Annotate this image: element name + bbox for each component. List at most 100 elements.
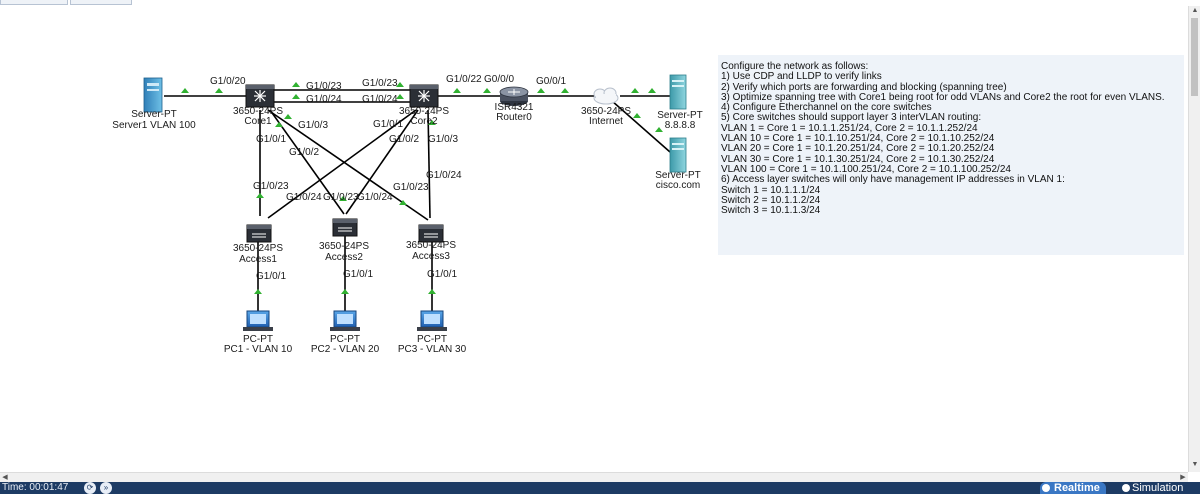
- note-line: VLAN 100 = Core 1 = 10.1.100.251/24, Cor…: [721, 163, 1011, 175]
- link-up-arrow: [275, 122, 283, 127]
- link-state-arrows: [181, 82, 663, 294]
- core2-model-label: 3650-24PS: [398, 106, 450, 117]
- access3-switch-icon[interactable]: [418, 224, 444, 243]
- scroll-left-icon[interactable]: ◀: [2, 474, 8, 481]
- port-label: G1/0/24: [362, 94, 398, 105]
- web-server-icon[interactable]: [669, 137, 687, 173]
- scroll-down-icon[interactable]: ▼: [1191, 461, 1199, 468]
- note-line: VLAN 1 = Core 1 = 10.1.1.251/24, Core 2 …: [721, 122, 978, 134]
- router-icon[interactable]: [499, 86, 529, 106]
- link-core1-access3[interactable]: [267, 109, 429, 221]
- note-line: 1) Use CDP and LLDP to verify links: [721, 71, 882, 83]
- power-cycle-icon[interactable]: ⟳: [84, 482, 96, 494]
- note-line: 4) Configure Etherchannel on the core sw…: [721, 102, 932, 114]
- pc1-icon[interactable]: [243, 310, 273, 331]
- simulation-mode-button[interactable]: Simulation: [1120, 482, 1183, 494]
- pc1-model-label: PC-PT: [243, 334, 273, 345]
- top-tab-fragment-1[interactable]: [0, 0, 68, 5]
- port-label: G0/0/0: [484, 74, 515, 85]
- internet-name-label: Internet: [589, 116, 623, 127]
- note-line: Switch 2 = 10.1.1.2/24: [721, 194, 821, 206]
- note-line: Configure the network as follows:: [721, 61, 869, 72]
- core2-switch-icon[interactable]: [409, 84, 439, 108]
- internet-model-label: 3650-24PS: [580, 106, 632, 117]
- realtime-mode-button[interactable]: Realtime: [1040, 482, 1106, 494]
- server1-model-label: Server-PT: [131, 109, 177, 120]
- router-name-label: Router0: [496, 112, 532, 123]
- pc3-icon[interactable]: [417, 310, 447, 331]
- core2-name-label: Core2: [410, 116, 438, 127]
- instructions-note[interactable]: Configure the network as follows:1) Use …: [718, 55, 1184, 255]
- port-label: G1/0/1: [373, 119, 404, 130]
- pc2-icon[interactable]: [330, 310, 360, 331]
- top-toolbar-edge: [0, 0, 1200, 6]
- port-label: G0/0/1: [536, 76, 567, 87]
- web-server-name-label: cisco.com: [655, 180, 701, 191]
- pc2-name-label: PC2 - VLAN 20: [310, 344, 380, 355]
- link-internet-web-server[interactable]: [611, 100, 671, 153]
- status-bar: Time: 00:01:47 ⟳ » Realtime Simulation: [0, 482, 1200, 494]
- port-label: G1/0/1: [256, 271, 287, 282]
- internet-cloud-icon[interactable]: [593, 87, 619, 105]
- core1-model-label: 3650-24PS: [232, 106, 284, 117]
- note-line: 2) Verify which ports are forwarding and…: [721, 81, 1007, 93]
- link-up-arrow: [537, 88, 545, 93]
- pc2-model-label: PC-PT: [330, 334, 360, 345]
- link-up-arrow: [648, 88, 656, 93]
- link-up-arrow: [341, 289, 349, 294]
- simulation-clock-icon: [1122, 484, 1130, 492]
- link-up-arrow: [339, 196, 347, 201]
- access2-switch-icon[interactable]: [332, 218, 358, 237]
- port-label: G1/0/23: [253, 181, 289, 192]
- simulation-time-label: Time: 00:01:47: [2, 482, 69, 493]
- port-label: G1/0/22: [446, 74, 482, 85]
- note-line: 6) Access layer switches will only have …: [721, 174, 1065, 186]
- realtime-clock-icon: [1042, 484, 1050, 492]
- simulation-mode-label: Simulation: [1132, 482, 1184, 494]
- port-label: G1/0/1: [427, 269, 458, 280]
- link-up-arrow: [396, 82, 404, 87]
- port-label: G1/0/23: [306, 81, 342, 92]
- port-label: G1/0/2: [389, 134, 420, 145]
- link-core2-access3[interactable]: [427, 109, 431, 219]
- note-line: VLAN 20 = Core 1 = 10.1.20.251/24, Core …: [721, 143, 995, 155]
- server1-icon[interactable]: [143, 77, 163, 113]
- topology-canvas[interactable]: Server-PT Server1 VLAN 100 3650-24PS Cor…: [0, 6, 1188, 472]
- core1-switch-icon[interactable]: [245, 84, 275, 108]
- web-server-model-label: Server-PT: [655, 170, 701, 181]
- vertical-scrollbar[interactable]: ▲ ▼: [1188, 6, 1200, 472]
- port-label: G1/0/2: [289, 147, 320, 158]
- note-line: 5) Core switches should support layer 3 …: [721, 112, 982, 124]
- fast-forward-icon[interactable]: »: [100, 482, 112, 494]
- access1-name-label: Access1: [239, 254, 277, 265]
- link-up-arrow: [256, 193, 264, 198]
- scroll-up-icon[interactable]: ▲: [1191, 7, 1199, 14]
- link-core2-access1[interactable]: [267, 109, 417, 219]
- link-core1-access2[interactable]: [269, 109, 345, 215]
- core1-name-label: Core1: [244, 116, 272, 127]
- dns-server-icon[interactable]: [669, 74, 687, 110]
- link-up-arrow: [483, 88, 491, 93]
- link-up-arrow: [428, 120, 436, 125]
- link-core2-access2[interactable]: [345, 109, 419, 215]
- link-up-arrow: [399, 200, 407, 205]
- link-up-arrow: [396, 94, 404, 99]
- link-up-arrow: [633, 113, 641, 118]
- link-up-arrow: [561, 88, 569, 93]
- note-line: Switch 3 = 10.1.1.3/24: [721, 205, 821, 217]
- port-label: G1/0/1: [343, 269, 374, 280]
- horizontal-scrollbar[interactable]: ◀ ▶: [0, 472, 1188, 483]
- top-tab-fragment-2[interactable]: [70, 0, 132, 5]
- link-up-arrow: [215, 88, 223, 93]
- logical-workspace[interactable]: Server-PT Server1 VLAN 100 3650-24PS Cor…: [0, 6, 1188, 472]
- link-up-arrow: [254, 289, 262, 294]
- scroll-right-icon[interactable]: ▶: [1180, 474, 1186, 481]
- realtime-mode-label: Realtime: [1054, 482, 1100, 494]
- note-line: VLAN 10 = Core 1 = 10.1.10.251/24, Core …: [721, 133, 995, 145]
- port-label: G1/0/24: [426, 170, 462, 181]
- link-up-arrow: [292, 82, 300, 87]
- vertical-scroll-thumb[interactable]: [1191, 18, 1198, 96]
- access1-switch-icon[interactable]: [246, 224, 272, 243]
- access3-model-label: 3650-24PS: [405, 240, 457, 251]
- pc3-model-label: PC-PT: [417, 334, 447, 345]
